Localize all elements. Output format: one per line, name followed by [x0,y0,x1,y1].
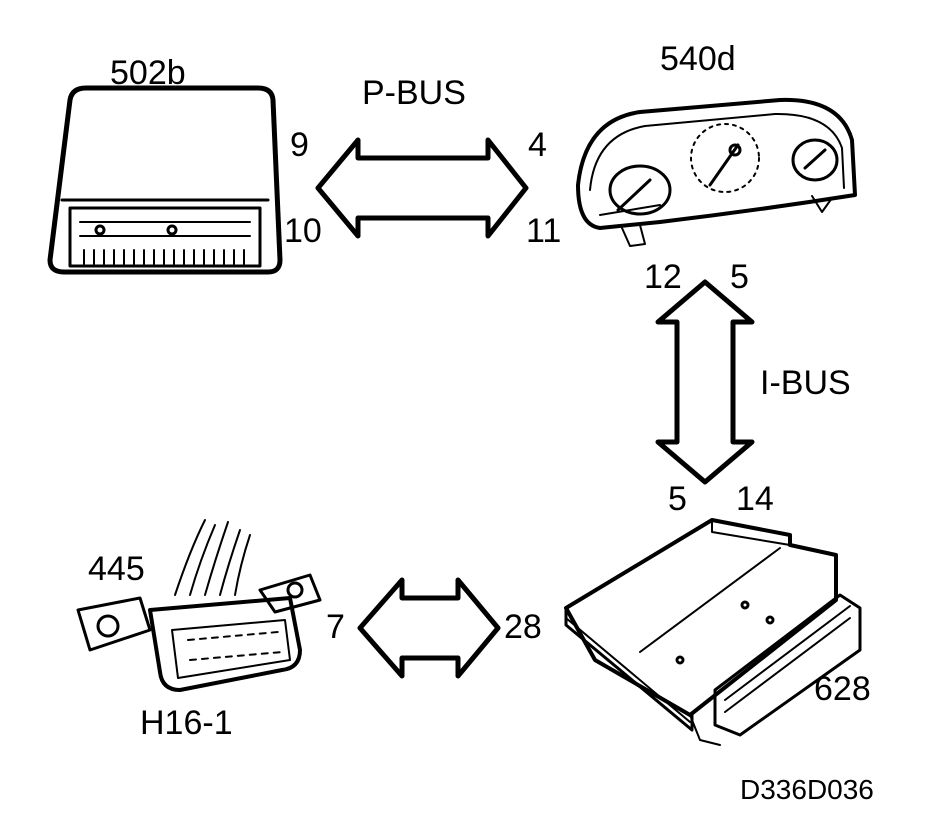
pin-5-top-label: 5 [730,258,749,296]
ibus-label: I-BUS [760,364,851,402]
pin-11-label: 11 [526,212,562,250]
pin-7-label: 7 [326,608,345,646]
pin-9-label: 9 [290,126,309,164]
module-540d-drawing [576,97,857,247]
ibus-arrow [655,279,755,485]
figure-code: D336D036 [740,774,874,805]
module-628-label: 628 [814,670,871,708]
pin-10-label: 10 [284,212,322,250]
pbus-label: P-BUS [362,74,466,112]
pin-4-label: 4 [528,126,547,164]
module-628-drawing [564,518,862,746]
module-502b-drawing [47,85,283,275]
module-540d-label: 540d [660,40,736,78]
module-445-label: 445 [88,550,145,588]
pbus-arrow [315,137,529,239]
connector-h16-drawing [76,519,322,692]
pin-12-label: 12 [644,258,682,296]
pin-5-bottom-label: 5 [668,480,687,518]
diag-link-arrow [357,577,501,679]
pin-14-label: 14 [736,480,774,518]
module-h16-label: H16-1 [140,704,233,742]
module-502b-label: 502b [110,54,186,92]
pin-28-label: 28 [504,608,542,646]
